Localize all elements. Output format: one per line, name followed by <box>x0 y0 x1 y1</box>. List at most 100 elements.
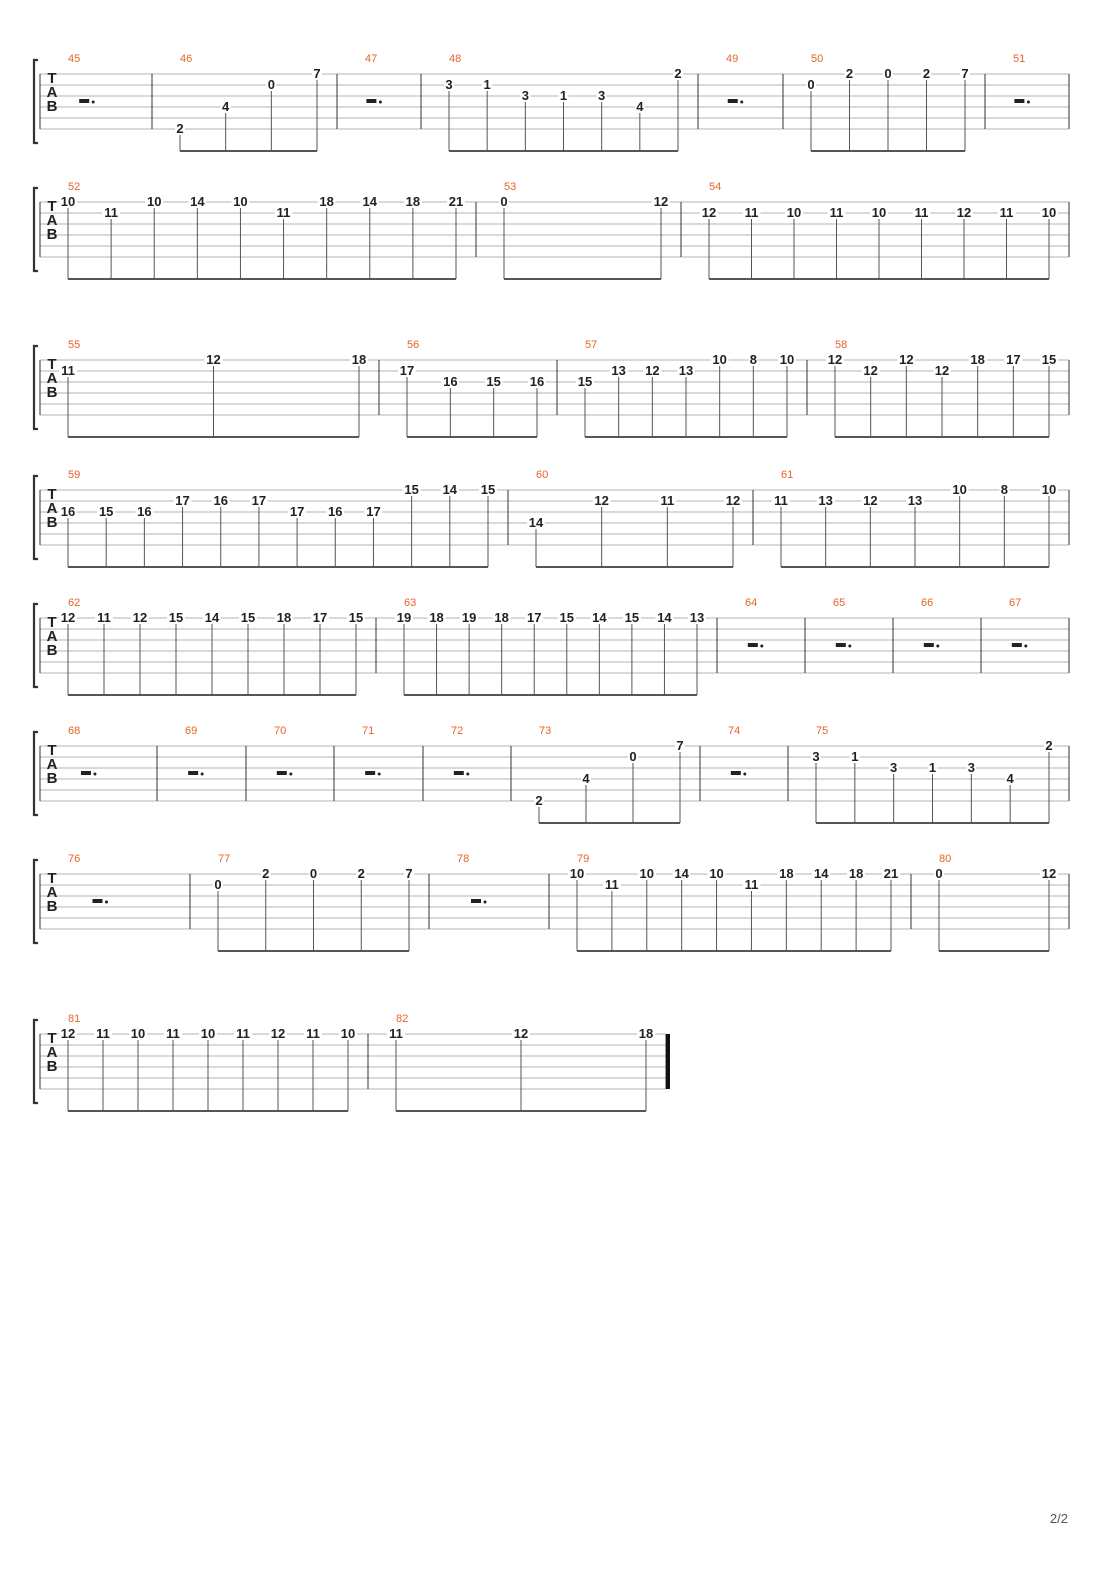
fret-backing <box>312 67 322 80</box>
fret-number: 15 <box>578 374 592 389</box>
fret-number: 3 <box>522 88 529 103</box>
fret-number: 18 <box>277 610 291 625</box>
fret-number: 0 <box>214 877 221 892</box>
fret-number: 4 <box>582 771 590 786</box>
measure: 78 <box>457 853 487 904</box>
fret-backing <box>827 206 846 219</box>
fret-backing <box>861 494 880 507</box>
fret-number: 11 <box>605 877 619 892</box>
fret-backing <box>576 375 594 388</box>
fret-number: 10 <box>201 1026 215 1041</box>
fret-number: 11 <box>830 205 844 220</box>
rest-dot <box>377 772 381 776</box>
fret-backing <box>59 1027 77 1040</box>
fret-backing <box>700 206 718 219</box>
rest-dot <box>105 900 108 904</box>
fret-backing <box>404 867 414 880</box>
tab-clef-letter: T <box>47 870 56 887</box>
fret-backing <box>398 364 416 377</box>
fret-backing <box>955 206 973 219</box>
fret-backing <box>628 750 638 763</box>
fret-backing <box>427 611 446 624</box>
measure: 64 <box>745 597 764 648</box>
fret-number: 12 <box>61 1026 75 1041</box>
fret-backing <box>652 195 670 208</box>
system-bracket <box>32 58 38 145</box>
fret-number: 10 <box>131 1026 145 1041</box>
fret-backing <box>861 364 880 377</box>
fret-number: 12 <box>654 194 668 209</box>
fret-backing <box>266 78 277 91</box>
fret-number: 11 <box>306 1026 320 1041</box>
fret-number: 12 <box>702 205 716 220</box>
rest-symbol <box>730 771 741 775</box>
fret-number: 0 <box>884 66 891 81</box>
fret-number: 13 <box>690 610 704 625</box>
fret-number: 11 <box>745 877 759 892</box>
measure-number: 45 <box>68 53 80 65</box>
fret-backing <box>460 611 479 624</box>
fret-number: 12 <box>828 352 842 367</box>
fret-backing <box>1005 772 1016 785</box>
fret-number: 0 <box>500 194 507 209</box>
measure-number: 46 <box>180 53 192 65</box>
measure: 72 <box>451 725 470 776</box>
fret-backing <box>927 761 938 774</box>
fret-number: 15 <box>625 610 639 625</box>
fret-backing <box>999 483 1010 496</box>
system-bracket <box>32 186 38 273</box>
tab-clef-letter: T <box>47 486 56 503</box>
fret-backing <box>350 353 368 366</box>
fret-backing <box>239 611 257 624</box>
measure-number: 60 <box>536 469 548 481</box>
fret-number: 3 <box>445 77 452 92</box>
fret-backing <box>59 195 77 208</box>
tab-clef-letter: B <box>47 1058 58 1075</box>
fret-number: 10 <box>709 866 723 881</box>
fret-number: 17 <box>527 610 541 625</box>
fret-number: 3 <box>890 760 897 775</box>
measure-number: 58 <box>835 339 847 351</box>
rest-symbol <box>835 643 846 647</box>
fret-number: 12 <box>863 493 877 508</box>
fret-backing <box>811 750 821 763</box>
fret-number: 16 <box>443 374 457 389</box>
fret-number: 14 <box>592 610 607 625</box>
fret-backing <box>525 611 544 624</box>
rest-symbol <box>727 99 738 103</box>
fret-number: 18 <box>849 866 863 881</box>
rest-symbol <box>1011 643 1022 647</box>
fret-backing <box>274 206 293 219</box>
system-bracket <box>32 474 38 561</box>
fret-backing <box>673 67 683 80</box>
measure: 65 <box>833 597 852 648</box>
fret-backing <box>672 867 691 880</box>
fret-number: 8 <box>750 352 757 367</box>
fret-number: 1 <box>560 88 567 103</box>
measure-number: 75 <box>816 725 828 737</box>
fret-backing <box>339 1027 357 1040</box>
fret-backing <box>492 611 511 624</box>
fret-number: 1 <box>851 749 858 764</box>
fret-number: 14 <box>190 194 205 209</box>
fret-backing <box>710 353 729 366</box>
fret-backing <box>609 364 628 377</box>
measure-number: 78 <box>457 853 469 865</box>
fret-number: 12 <box>133 610 147 625</box>
fret-backing <box>203 611 221 624</box>
fret-backing <box>748 353 759 366</box>
fret-backing <box>997 206 1016 219</box>
fret-backing <box>557 611 576 624</box>
rest-dot <box>740 100 744 104</box>
fret-backing <box>596 89 607 102</box>
fret-backing <box>888 761 899 774</box>
fret-number: 14 <box>529 515 544 530</box>
